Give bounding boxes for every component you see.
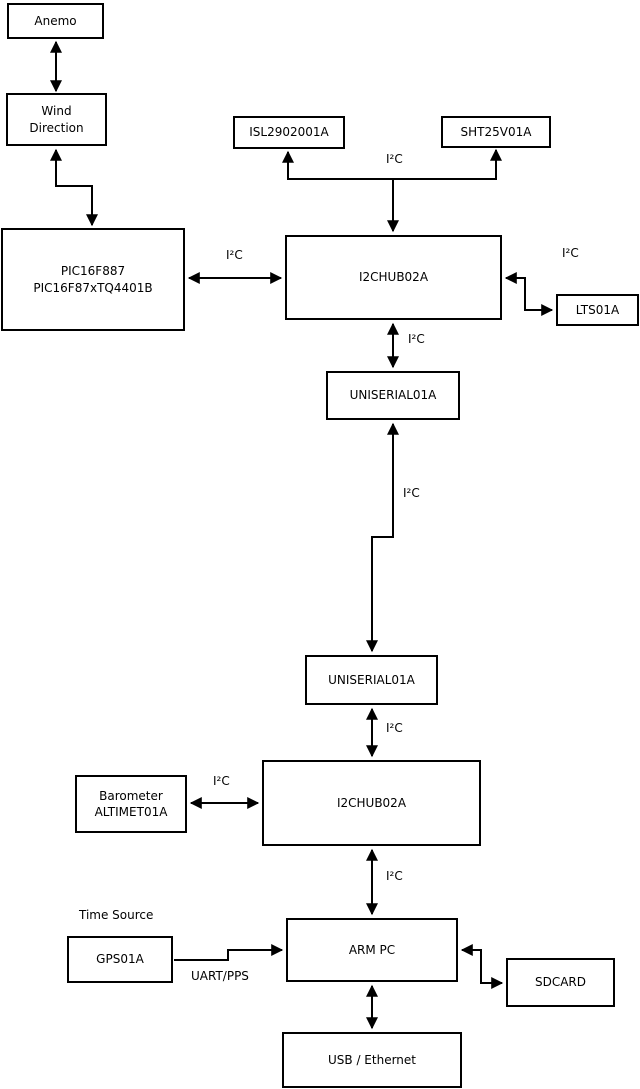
edge-label-i2c-barometer: I²C (213, 774, 230, 788)
node-isl2902001a: ISL2902001A (233, 116, 345, 149)
node-i2chub02a-top: I2CHUB02A (285, 235, 502, 320)
node-arm-pc: ARM PC (286, 918, 458, 982)
edge-wind-pic (50, 148, 98, 227)
edge-label-i2c-uniserial-hub-bottom: I²C (386, 721, 403, 735)
edge-label-i2c-uniserial-link: I²C (403, 486, 420, 500)
node-wind-direction: Wind Direction (6, 93, 107, 146)
edge-armpc-sdcard (460, 944, 504, 989)
node-lts01a: LTS01A (556, 294, 639, 326)
edge-label-i2c-hub-top-uniserial: I²C (408, 332, 425, 346)
edge-label-i2c-pic-hub-top: I²C (226, 248, 243, 262)
node-anemo: Anemo (7, 3, 104, 39)
node-usb-ethernet: USB / Ethernet (282, 1032, 462, 1088)
edge-label-i2c-isl-sht: I²C (386, 152, 403, 166)
edge-uniserial-link (366, 422, 399, 653)
node-uniserial01a-bottom: UNISERIAL01A (305, 655, 438, 705)
edge-hub-top-lts (504, 272, 554, 316)
node-barometer: Barometer ALTIMET01A (75, 775, 187, 833)
node-pic16f887: PIC16F887 PIC16F87xTQ4401B (1, 228, 185, 331)
edge-label-uart-pps: UART/PPS (191, 969, 249, 983)
node-sht25v01a: SHT25V01A (441, 116, 551, 148)
node-uniserial01a-top: UNISERIAL01A (326, 371, 460, 420)
node-sdcard: SDCARD (506, 958, 615, 1007)
node-i2chub02a-bottom: I2CHUB02A (262, 760, 481, 846)
edge-label-i2c-hub-top-lts: I²C (562, 246, 579, 260)
edge-label-i2c-hub-bottom-armpc: I²C (386, 869, 403, 883)
edge-gps-armpc (174, 944, 284, 961)
node-gps01a: GPS01A (67, 936, 173, 983)
edge-label-time-source: Time Source (79, 908, 154, 922)
